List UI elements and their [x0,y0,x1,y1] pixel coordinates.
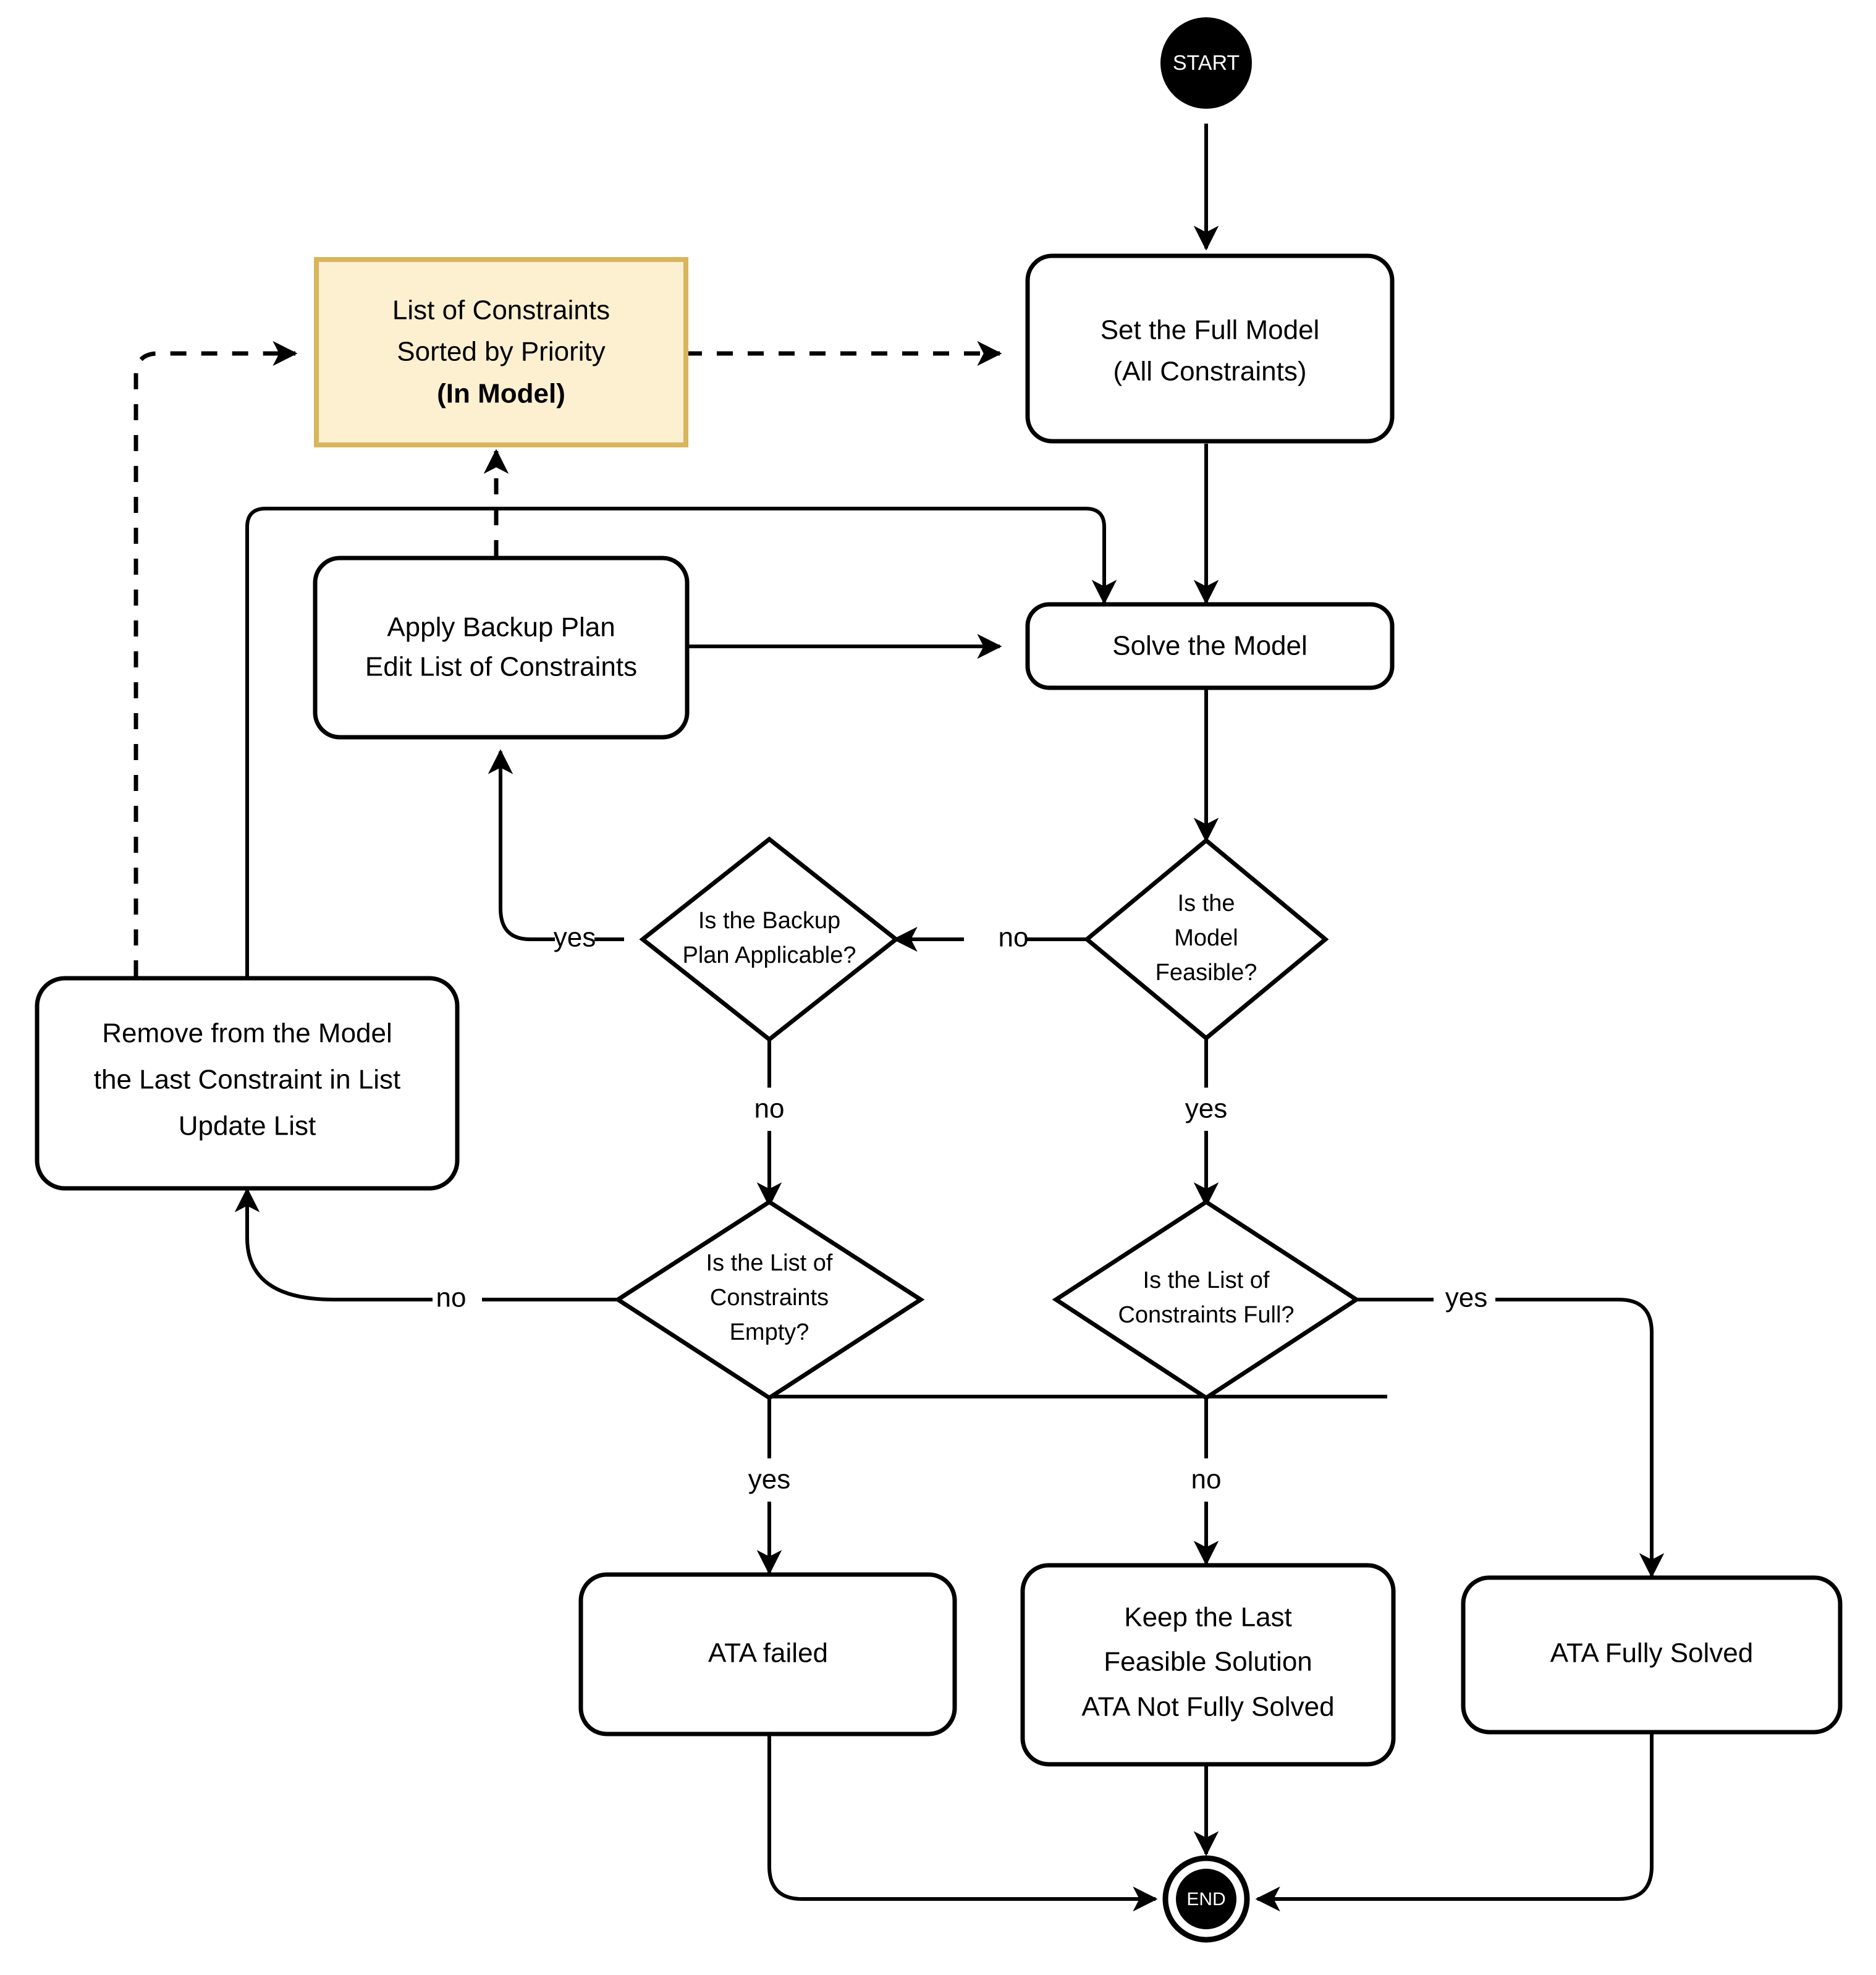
node-start[interactable]: START [1160,17,1252,109]
edge-empty-yes-to-ata-failed [769,1395,1387,1573]
remove-from-model-line1: Remove from the Model [102,1018,392,1049]
is-backup-plan-applicable-line2: Plan Applicable? [683,942,856,968]
is-list-empty-line1: Is the List of [706,1250,833,1276]
edge-label-full-yes: yes [1445,1283,1487,1313]
is-list-full-line2: Constraints Full? [1118,1302,1294,1328]
node-ata-failed[interactable]: ATA failed [578,1572,957,1736]
node-is-model-feasible[interactable]: Is the Model Feasible? [1083,837,1329,1041]
edge-label-full-no: no [1191,1465,1222,1495]
set-full-model-line2: (All Constraints) [1113,357,1307,387]
is-model-feasible-diamond [1083,837,1329,1041]
node-remove-from-model[interactable]: Remove from the Model the Last Constrain… [35,976,460,1191]
edge-remove-to-solve-loopback [245,507,1117,976]
set-full-model-rect [1025,253,1395,444]
remove-from-model-line3: Update List [179,1111,316,1141]
apply-backup-plan-line2: Edit List of Constraints [365,652,637,682]
edge-ata-failed-to-end [767,1733,1158,1912]
list-of-constraints-line2: Sorted by Priority [397,337,605,367]
node-apply-backup-plan[interactable]: Apply Backup Plan Edit List of Constrain… [313,556,690,740]
edge-empty-no-to-remove [247,1190,624,1301]
solve-the-model-line1: Solve the Model [1112,631,1308,661]
is-list-full-diamond [1052,1199,1361,1401]
list-of-constraints-line1: List of Constraints [392,295,610,326]
edge-full-yes-to-ata-fully-solved [1325,1298,1652,1576]
keep-last-feasible-line3: ATA Not Fully Solved [1081,1692,1334,1722]
list-of-constraints-rect [314,257,688,447]
end-label: END [1186,1889,1225,1909]
is-model-feasible-line3: Feasible? [1156,960,1257,986]
set-full-model-line1: Set the Full Model [1101,315,1320,345]
solve-the-model-rect [1025,602,1395,690]
node-set-full-model[interactable]: Set the Full Model (All Constraints) [1025,253,1395,444]
keep-last-feasible-line2: Feasible Solution [1104,1647,1312,1677]
node-solve-the-model[interactable]: Solve the Model [1025,602,1395,690]
node-list-of-constraints[interactable]: List of Constraints Sorted by Priority (… [314,257,688,447]
is-backup-plan-applicable-diamond [639,836,900,1042]
is-model-feasible-line2: Model [1174,925,1238,951]
keep-last-feasible-line1: Keep the Last [1124,1602,1292,1633]
ata-fully-solved-line1: ATA Fully Solved [1550,1638,1754,1668]
edge-remove-to-list-dashed [133,340,298,976]
edge-label-backup-yes: yes [554,923,596,953]
ata-fully-solved-rect [1461,1575,1843,1735]
keep-last-feasible-rect [1020,1563,1396,1767]
edge-label-empty-no: no [436,1283,467,1313]
edge-label-backup-no: no [754,1094,785,1124]
is-model-feasible-line1: Is the [1178,890,1235,916]
is-list-empty-line3: Empty? [730,1319,809,1345]
start-label: START [1173,51,1240,75]
list-of-constraints-line3: (In Model) [437,379,565,409]
is-list-empty-diamond [614,1199,925,1401]
edge-backup-yes-to-apply [501,751,624,941]
node-is-list-full[interactable]: Is the List of Constraints Full? [1052,1199,1361,1401]
edge-ata-fully-solved-to-end [1255,1733,1654,1912]
remove-from-model-line2: the Last Constraint in List [94,1065,400,1095]
remove-from-model-rect [35,976,460,1191]
node-end[interactable]: END [1162,1855,1250,1943]
node-ata-fully-solved[interactable]: ATA Fully Solved [1461,1575,1843,1735]
apply-backup-plan-line1: Apply Backup Plan [387,612,615,643]
end-inner-circle [1176,1869,1236,1929]
ata-failed-line1: ATA failed [708,1638,828,1668]
ata-failed-rect [578,1572,957,1736]
edge-label-feasible-yes: yes [1185,1094,1227,1124]
is-backup-plan-applicable-line1: Is the Backup [698,908,840,934]
is-list-empty-line2: Constraints [710,1285,829,1311]
apply-backup-plan-rect [313,556,690,740]
edge-label-empty-yes: yes [748,1465,790,1495]
edge-label-feasible-no: no [999,923,1029,953]
is-list-full-line1: Is the List of [1143,1267,1270,1293]
node-is-list-empty[interactable]: Is the List of Constraints Empty? [614,1199,925,1401]
start-circle [1160,17,1252,109]
node-keep-last-feasible[interactable]: Keep the Last Feasible Solution ATA Not … [1020,1563,1396,1767]
node-is-backup-plan-applicable[interactable]: Is the Backup Plan Applicable? [639,836,900,1042]
